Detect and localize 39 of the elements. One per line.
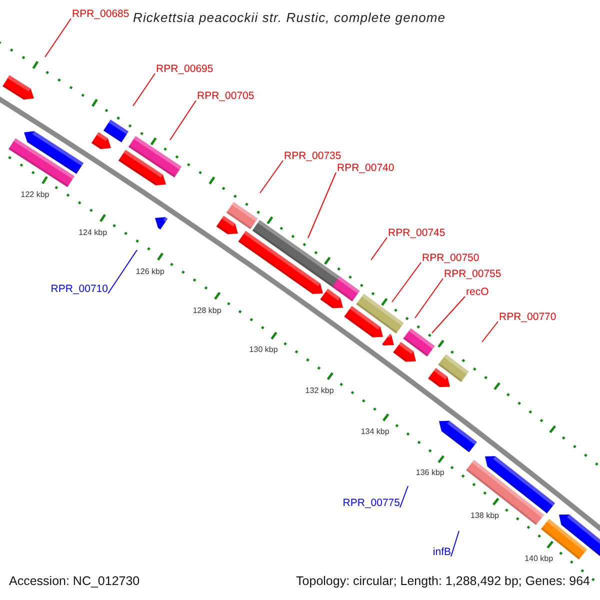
- tick-label: 136 kbp: [416, 469, 444, 478]
- tick-label: 134 kbp: [360, 428, 390, 436]
- leader-line: [44, 18, 72, 58]
- tick-label: 122 kbp: [20, 191, 50, 200]
- leader-line: [132, 73, 156, 106]
- gene-label: RPR_00750: [422, 253, 480, 264]
- tick-label: 130 kbp: [249, 346, 278, 354]
- gene-label: RPR_00755: [444, 269, 502, 280]
- gene-label: RPR_00775: [342, 498, 400, 508]
- gene-label: RPR_00705: [197, 91, 254, 102]
- leader-line: [392, 262, 422, 302]
- accession-text: Accession: NC_012730: [9, 575, 140, 588]
- genome-info-text: Topology: circular; Length: 1,288,492 bp; Genes: 964: [296, 575, 590, 588]
- gene-label: RPR_00710: [50, 284, 108, 294]
- tick-label: 126 kbp: [136, 268, 164, 276]
- leader-line: [370, 237, 388, 260]
- gene-label: RPR_00685: [72, 9, 130, 20]
- tick-label: 128 kbp: [192, 306, 222, 315]
- tick-label: 140 kbp: [524, 554, 554, 563]
- tick-label: 124 kbp: [78, 229, 108, 238]
- gene-label: RPR_00745: [388, 228, 446, 238]
- map-title: Rickettsia peacockii str. Rustic, complete genome: [133, 11, 446, 24]
- gene-label: infB: [432, 547, 451, 558]
- tick-label: 132 kbp: [305, 386, 334, 395]
- leader-line: [482, 321, 498, 342]
- gene-label: RPR_00740: [337, 163, 394, 174]
- leader-line: [170, 100, 196, 140]
- leader-line: [450, 530, 460, 557]
- leader-line: [400, 486, 408, 508]
- gene-label: recO: [466, 287, 489, 298]
- leader-line: [108, 250, 138, 294]
- leader-line: [414, 278, 444, 318]
- gene-label: RPR_00695: [156, 64, 214, 74]
- leader-line: [308, 172, 336, 238]
- leader-line: [432, 296, 466, 334]
- gene-label: RPR_00735: [284, 151, 342, 162]
- leader-line: [260, 160, 284, 194]
- tick-label: 138 kbp: [470, 512, 499, 520]
- gene-label: RPR_00770: [499, 312, 556, 322]
